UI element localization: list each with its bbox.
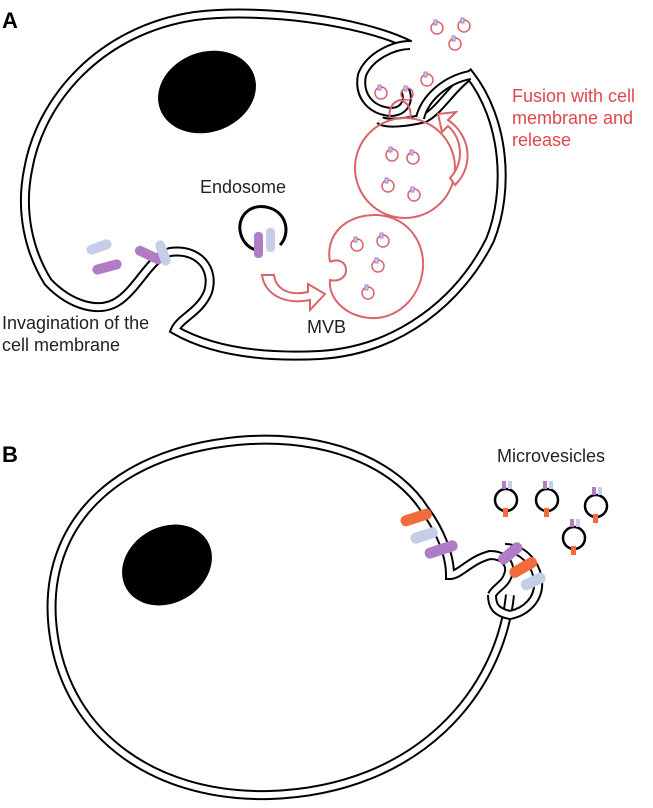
panel-b-letter: B [2,442,18,467]
panel-a-mvb [328,213,425,320]
panel-b-nucleus [122,524,212,606]
panel-b-cell-membrane [46,434,544,801]
endosome-label: Endosome [200,177,286,197]
panel-a: A [2,8,640,361]
panel-a-fusing-mvb [354,98,456,219]
panel-a-endosome [238,205,288,252]
panel-a-exosome-markers [353,17,465,291]
panel-a-letter: A [2,8,18,33]
mvb-label: MVB [307,317,346,337]
fusion-label-line-1: Fusion with cell [512,86,635,106]
panel-a-nucleus [158,50,256,134]
panel-b-microvesicles [493,487,609,551]
panel-b-membrane-proteins [400,508,546,591]
invagination-label: Invagination of the cell membrane [2,313,154,355]
panel-b: B Microvesicle [2,434,609,801]
microvesicles-label: Microvesicles [497,446,605,466]
panel-b-microvesicle-markers [502,481,602,555]
panel-a-cell-membrane [19,8,507,361]
panel-a-membrane-proteins [86,228,275,275]
invagination-label-line-2: cell membrane [2,335,120,355]
invagination-label-line-1: Invagination of the [2,313,149,333]
fusion-label-line-3: release [512,130,571,150]
panel-a-fusion-arrow [436,110,469,187]
fusion-label: Fusion with cell membrane and release [512,86,640,150]
fusion-label-line-2: membrane and [512,108,633,128]
panel-a-endosome-to-mvb-arrow [260,274,327,313]
